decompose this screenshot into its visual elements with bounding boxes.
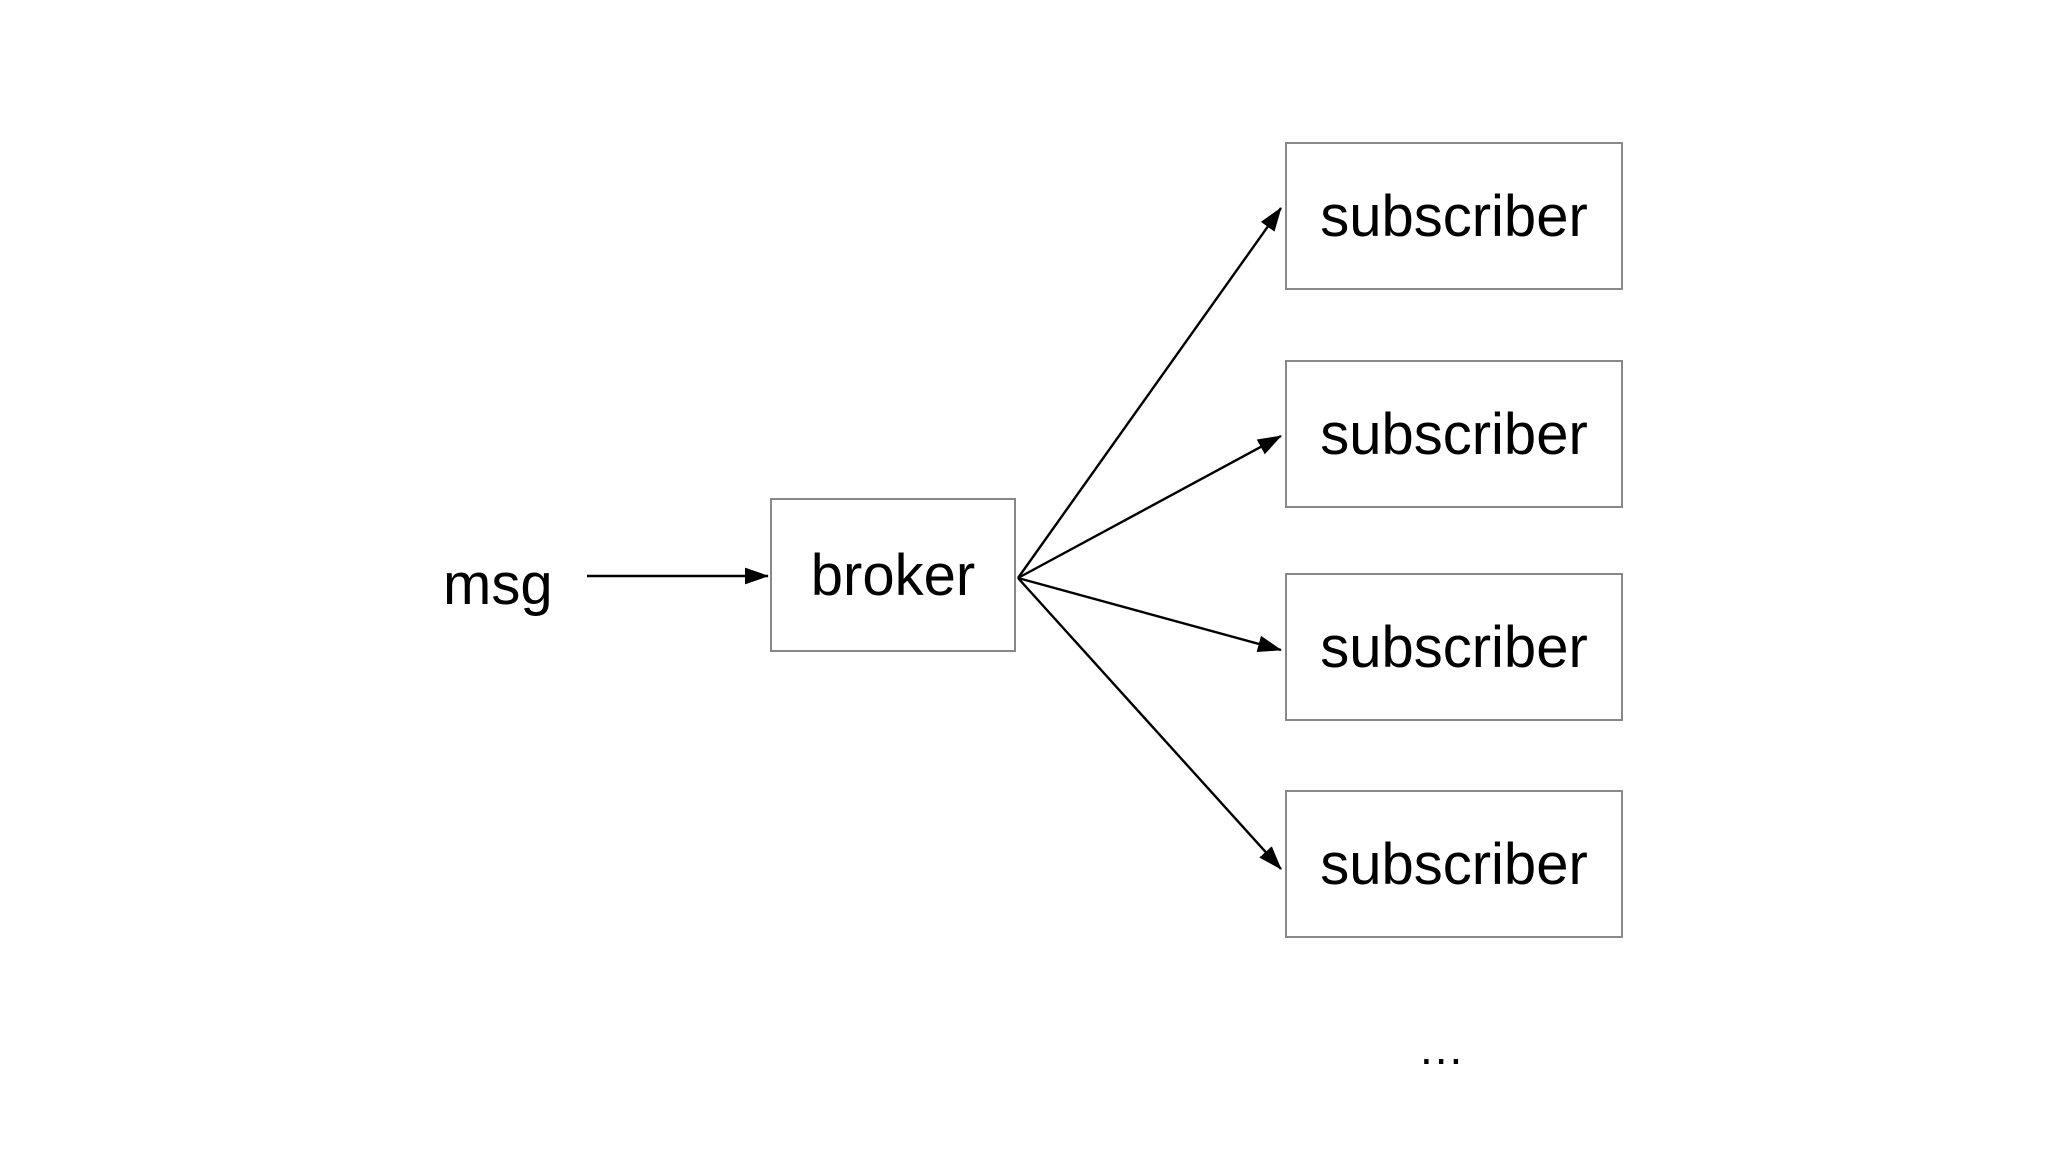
broker-node-label: broker	[810, 542, 976, 608]
subscriber-node-4[interactable]: subscriber	[1285, 790, 1623, 938]
edge-broker-to-subscriber-1	[1017, 207, 1282, 579]
edge-broker-to-subscriber-3	[1017, 576, 1282, 653]
subscriber-node-1[interactable]: subscriber	[1285, 142, 1623, 290]
subscriber-node-label: subscriber	[1320, 614, 1588, 680]
subscriber-node-label: subscriber	[1320, 831, 1588, 897]
subscriber-node-3[interactable]: subscriber	[1285, 573, 1623, 721]
subscriber-node-label: subscriber	[1320, 183, 1588, 249]
broker-node[interactable]: broker	[770, 498, 1016, 652]
subscriber-node-2[interactable]: subscriber	[1285, 360, 1623, 508]
edge-broker-to-subscriber-4	[1017, 577, 1282, 870]
more-subscribers-ellipsis: ...	[1420, 1022, 1465, 1074]
subscriber-node-label: subscriber	[1320, 401, 1588, 467]
edge-broker-to-subscriber-2	[1017, 434, 1282, 580]
message-input-label: msg	[443, 552, 553, 617]
